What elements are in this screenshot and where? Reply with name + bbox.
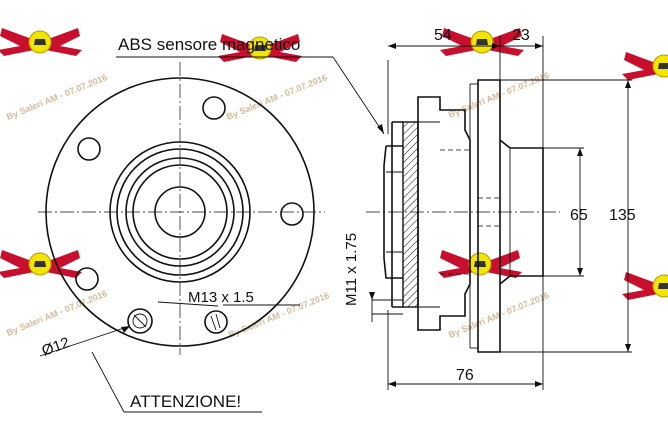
- dimension-label-flange-diameter: 135: [609, 207, 636, 224]
- dimension-overall-width: 76: [387, 276, 544, 390]
- thread-label-side: M11 x 1.75: [343, 233, 360, 306]
- warning-label: ATTENZIONE!: [130, 392, 241, 411]
- flange-hole: [202, 96, 226, 120]
- pilot-inner-circle: [132, 164, 228, 260]
- thread-callout-front: M13 x 1.5: [157, 289, 300, 307]
- flange-outer-circle: [45, 77, 315, 347]
- flange-hole: [75, 267, 99, 291]
- hub-inner-circle: [116, 148, 244, 276]
- abs-sensor-ring: [402, 121, 419, 308]
- dimension-flange-diameter: 135: [500, 79, 636, 353]
- hole-diameter-label: Ø12: [40, 334, 72, 360]
- watermark-text: By Saleri AM - 07.07.2016 By Saleri AM -…: [5, 70, 551, 340]
- hole-diameter-callout: Ø12: [40, 325, 131, 360]
- dimension-label-pilot-diameter: 65: [570, 207, 588, 224]
- svg-text:By Saleri AM - 07.07.2016: By Saleri AM - 07.07.2016: [225, 72, 329, 122]
- hub-outer-circle: [109, 141, 251, 283]
- watermark-logo: [0, 27, 668, 301]
- ring-outline: [391, 121, 403, 308]
- svg-text:By Saleri AM - 07.07.2016: By Saleri AM - 07.07.2016: [5, 72, 109, 122]
- threaded-bolt-hole: [204, 310, 228, 334]
- dimension-label-overall-width: 76: [456, 367, 474, 384]
- front-view: [38, 62, 325, 355]
- flange-hole: [280, 202, 304, 226]
- pilot-outer-circle: [125, 157, 235, 267]
- hub-body: [417, 96, 471, 331]
- svg-text:By Saleri AM - 07.07.2016: By Saleri AM - 07.07.2016: [447, 290, 551, 340]
- hub-pilot: [499, 139, 544, 285]
- abs-sensor-callout: ABS sensore magnetico: [116, 35, 385, 135]
- dimension-label-hub-width: 54: [434, 27, 452, 44]
- center-bore: [154, 186, 206, 238]
- dimension-flange-width: 23: [499, 27, 544, 148]
- dimension-pilot-diameter: 65: [543, 147, 588, 277]
- small-hole-detail: [127, 308, 153, 334]
- warning-callout: ATTENZIONE!: [91, 351, 262, 413]
- thread-label-front: M13 x 1.5: [188, 289, 254, 306]
- side-view: [366, 79, 560, 353]
- flange-hole: [77, 137, 101, 161]
- thread-callout-side: M11 x 1.75: [343, 233, 403, 322]
- svg-text:By Saleri AM - 07.07.2016: By Saleri AM - 07.07.2016: [447, 70, 551, 120]
- abs-sensor-label: ABS sensore magnetico: [118, 35, 300, 54]
- dimension-hub-width: 54: [387, 27, 500, 134]
- dimension-label-flange-width: 23: [512, 27, 530, 44]
